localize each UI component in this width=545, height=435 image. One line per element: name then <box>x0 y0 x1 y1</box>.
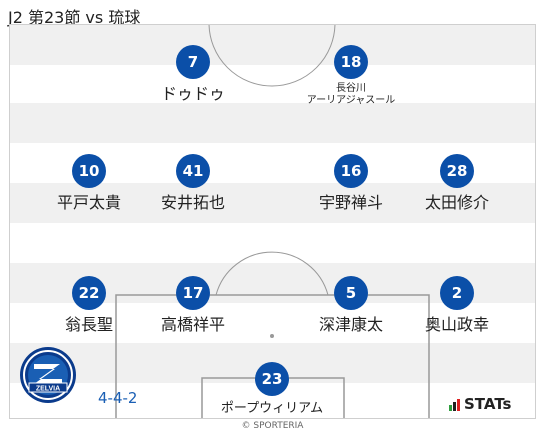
pitch-stripe <box>10 25 535 65</box>
player-number: 17 <box>176 276 210 310</box>
player-name: 平戸太貴 <box>56 193 121 212</box>
pitch-stripe <box>10 103 535 143</box>
player-name: 太田修介 <box>424 193 489 212</box>
player-card[interactable]: 22 翁長聖 <box>24 276 154 334</box>
player-name: ドゥドゥ <box>160 84 225 103</box>
logo-text: ZELVIA <box>36 386 60 393</box>
player-card[interactable]: 2 奥山政幸 <box>392 276 522 334</box>
player-number: 22 <box>72 276 106 310</box>
copyright: © SPORTERIA <box>241 421 304 431</box>
player-name: ポープウィリアム <box>220 401 324 416</box>
player-card[interactable]: 7 ドゥドゥ <box>128 45 258 103</box>
player-number: 7 <box>176 45 210 79</box>
formation-label: 4-4-2 <box>98 389 138 407</box>
page-title: J2 第23節 vs 琉球 <box>8 8 141 27</box>
stats-bars-icon <box>449 398 460 411</box>
player-number: 10 <box>72 154 106 188</box>
player-number: 28 <box>440 154 474 188</box>
player-number: 41 <box>176 154 210 188</box>
player-card[interactable]: 41 安井拓也 <box>128 154 258 212</box>
pitch-stripe <box>10 183 535 223</box>
player-card[interactable]: 10 平戸太貴 <box>24 154 154 212</box>
pitch-markings <box>115 25 430 418</box>
player-card[interactable]: 16 宇野禅斗 <box>286 154 416 212</box>
player-card[interactable]: 17 高橋祥平 <box>128 276 258 334</box>
player-number: 5 <box>334 276 368 310</box>
stats-label: STATs <box>464 395 512 413</box>
player-number: 18 <box>334 45 368 79</box>
player-number: 23 <box>255 362 289 396</box>
player-card[interactable]: 18 長谷川 アーリアジャスール <box>286 45 416 107</box>
player-name: 宇野禅斗 <box>318 193 383 212</box>
player-card[interactable]: 23 ポープウィリアム <box>207 362 337 418</box>
player-name: 高橋祥平 <box>160 315 225 334</box>
player-name: 翁長聖 <box>64 315 113 334</box>
player-card[interactable]: 5 深津康太 <box>286 276 416 334</box>
player-card[interactable]: 28 太田修介 <box>392 154 522 212</box>
team-logo: ZELVIA <box>20 347 76 403</box>
pitch <box>9 24 536 419</box>
stats-logo[interactable]: STATs <box>449 395 511 413</box>
player-name: 奥山政幸 <box>424 315 489 334</box>
player-name: 深津康太 <box>318 315 383 334</box>
player-name: 安井拓也 <box>160 193 225 212</box>
player-number: 16 <box>334 154 368 188</box>
player-number: 2 <box>440 276 474 310</box>
player-name: 長谷川 アーリアジャスール <box>306 83 396 106</box>
